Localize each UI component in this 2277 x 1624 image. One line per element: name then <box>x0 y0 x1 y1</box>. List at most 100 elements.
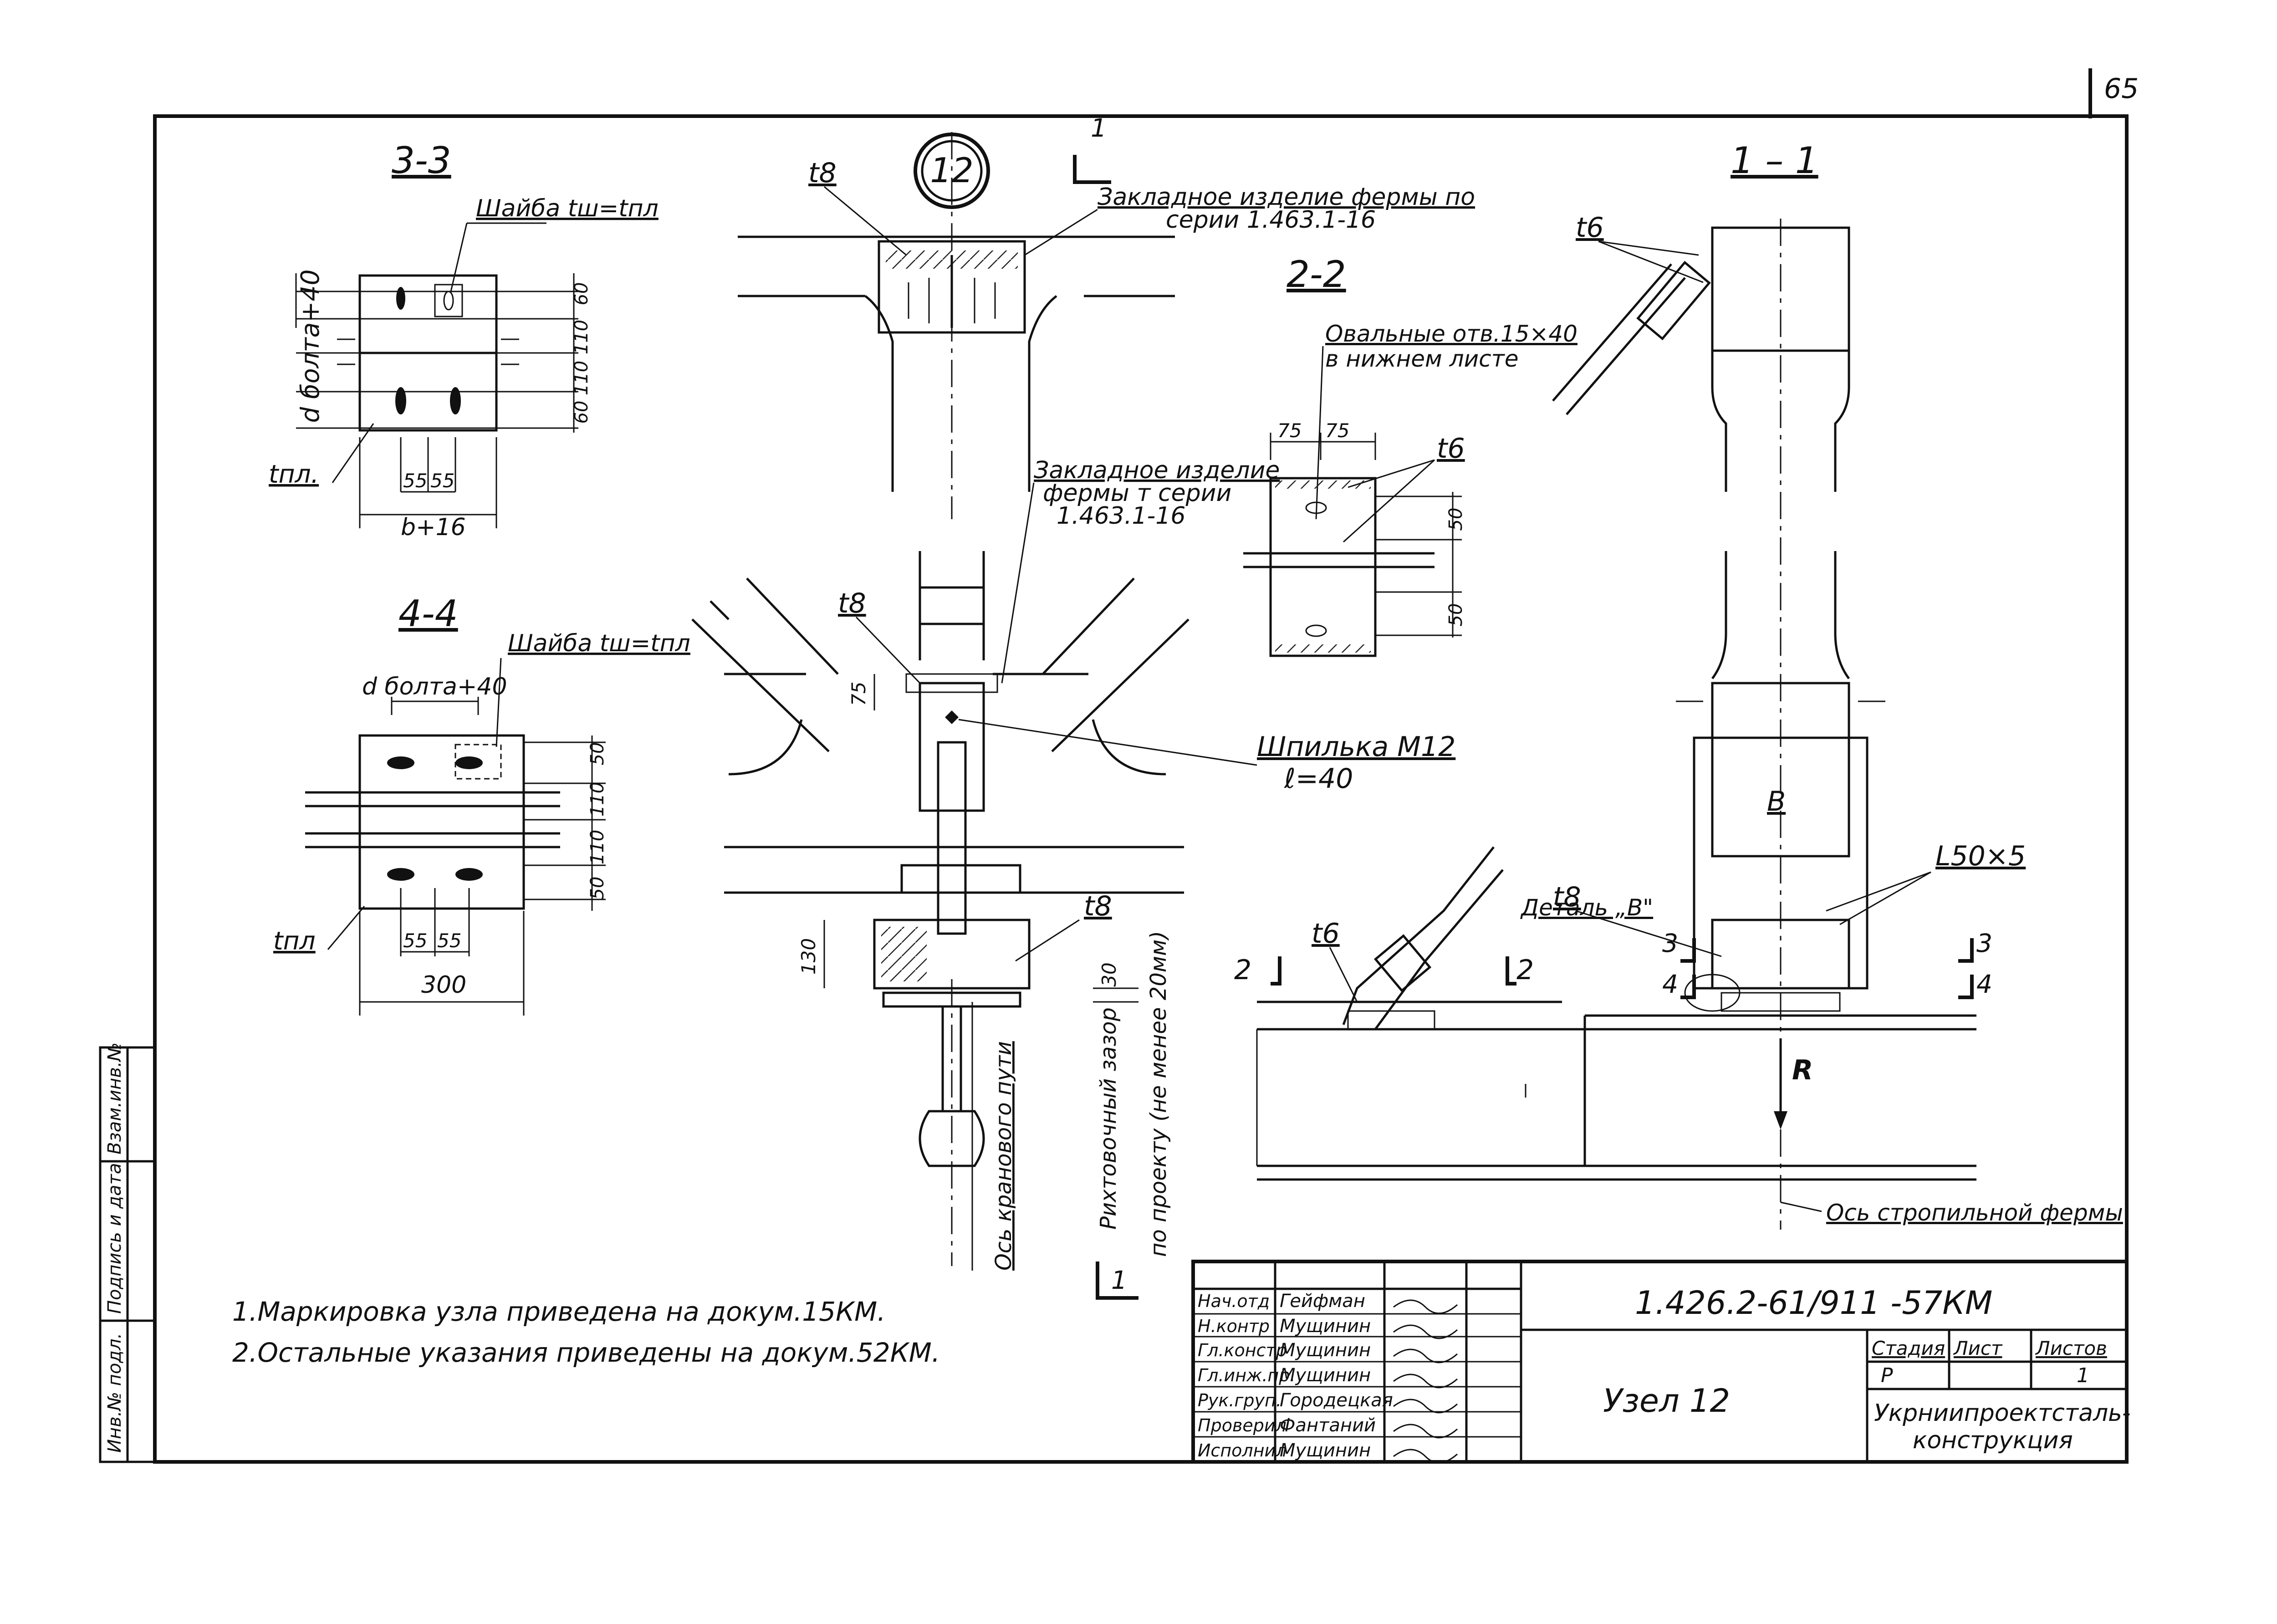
title-block: Нач.отд Гейфман Н.контр Мущинин Гл.конст… <box>1191 1260 2131 1464</box>
main-weld-mid: t8 <box>838 587 866 619</box>
name-3: Мущинин <box>1280 1365 1371 1386</box>
main-dim-75: 75 <box>847 682 870 706</box>
section-1-1-title: 1 – 1 <box>1731 139 1818 182</box>
name-1: Мущинин <box>1280 1316 1371 1337</box>
main-stud-1: Шпилька М12 <box>1257 731 1455 763</box>
role-1: Н.контр <box>1198 1316 1270 1336</box>
section-1-1-detail-label: Деталь „В" <box>1520 894 1653 921</box>
name-0: Гейфман <box>1280 1291 1365 1312</box>
dim-2-2-v1: 50 <box>1445 508 1466 531</box>
main-dim-130: 130 <box>797 938 820 975</box>
stud-icon <box>945 710 959 724</box>
name-4: Городецкая <box>1280 1390 1393 1411</box>
main-axis-crane: Ось кранового пути <box>991 1041 1016 1271</box>
dim-3-3-v4: 60 <box>571 401 592 424</box>
section-4-4-title: 4-4 <box>398 592 458 635</box>
cut-2-right: 2 <box>1516 954 1534 986</box>
role-6: Исполнил <box>1198 1440 1287 1461</box>
section-1-1-weld-t8: t8 <box>1553 881 1581 913</box>
plate-4-4 <box>358 734 525 910</box>
section-3-3-washer-label: Шайба tш=tпл <box>476 195 659 222</box>
section-3-3: 3-3 Шайба tш=tпл 60 110 110 60 d болта+4… <box>269 139 659 541</box>
dim-4-4-v1: 50 <box>587 742 608 766</box>
section-3-3-plate-label: tпл. <box>269 460 319 489</box>
section-1-1-reaction: R <box>1792 1054 1813 1086</box>
side-stamp-inv: Инв.№ подл. <box>104 1333 125 1453</box>
cut-2-left: 2 <box>1234 954 1251 986</box>
section-2-2: 2-2 Овальные отв.15×40 в нижнем листе 75… <box>1234 253 1976 1181</box>
bolt-hole-icon <box>455 868 483 881</box>
section-2-2-holes-note-1: Овальные отв.15×40 <box>1325 321 1578 347</box>
bolt-hole-icon <box>387 756 414 769</box>
role-3: Гл.инж.пр. <box>1198 1365 1295 1385</box>
section-2-2-title: 2-2 <box>1287 253 1346 296</box>
main-gap-2: по проекту (не менее 20мм) <box>1146 931 1171 1257</box>
name-2: Мущинин <box>1280 1340 1371 1361</box>
main-embed-top-2: серии 1.463.1-16 <box>1166 206 1376 234</box>
section-4-4-washer-label: Шайба tш=tпл <box>508 630 690 657</box>
section-3-3-width: b+16 <box>401 514 466 541</box>
stud-bolt <box>937 741 967 935</box>
dim-4-4-v2: 110 <box>587 782 608 817</box>
dim-2-2-h1: 75 <box>1277 419 1302 442</box>
concrete-bottom <box>1711 682 1850 858</box>
bolt-hole-icon <box>455 756 483 769</box>
main-dim-30: 30 <box>1098 962 1120 986</box>
side-stamp-signature: Подпись и дата <box>104 1163 125 1314</box>
bolt-hole-icon <box>395 387 406 414</box>
crane-rail <box>919 1006 985 1167</box>
stage-label: Стадия <box>1872 1337 1945 1359</box>
dim-2-2-v2: 50 <box>1445 603 1466 627</box>
bolt-hole-icon <box>396 287 405 310</box>
cut-3-left: 3 <box>1662 929 1678 958</box>
cut-1-bottom: 1 <box>1111 1266 1127 1295</box>
section-1-1-detail-mark: В <box>1767 786 1786 817</box>
org-line-2: конструкция <box>1913 1427 2073 1454</box>
dim-3-3-v1: 60 <box>571 282 592 306</box>
role-5: Проверил <box>1198 1415 1287 1435</box>
strut-node-2-2 <box>1373 934 1432 992</box>
section-1-1-angle: L50×5 <box>1935 840 2026 872</box>
oval-hole-icon <box>1305 501 1327 514</box>
section-3-3-bolt-dim: d болта+40 <box>296 270 325 423</box>
cut-4-left: 4 <box>1662 970 1678 999</box>
cut-4-right: 4 <box>1976 970 1992 999</box>
name-6: Мущинин <box>1280 1440 1371 1461</box>
bolt-hole-icon <box>450 387 461 414</box>
sheets-label: Листов <box>2035 1337 2107 1359</box>
role-4: Рук.груп. <box>1198 1390 1281 1410</box>
note-1: 1.Маркировка узла приведена на докум.15К… <box>232 1296 886 1327</box>
oval-hole-icon <box>1305 624 1327 637</box>
cut-3-right: 3 <box>1976 929 1992 958</box>
strut-1-1-top <box>1636 260 1711 341</box>
section-4-4: 4-4 Шайба tш=tпл d болта+40 50 110 110 5… <box>273 592 690 1016</box>
section-4-4-bolt-dim: d болта+40 <box>362 673 507 700</box>
section-2-2-weld: t6 <box>1437 433 1465 465</box>
dim-4-4-h1: 55 <box>403 929 427 952</box>
side-stamp: Инв.№ подл. Подпись и дата Взам.инв.№ <box>99 1042 156 1463</box>
note-2: 2.Остальные указания приведены на докум.… <box>232 1337 940 1368</box>
dim-3-3-v3: 110 <box>571 361 592 395</box>
reaction-arrow-icon <box>1774 1111 1787 1129</box>
section-1-1-weld-t6: t6 <box>1576 212 1604 244</box>
dim-4-4-v3: 110 <box>587 830 608 864</box>
role-0: Нач.отд <box>1198 1291 1270 1311</box>
main-embed-mid-2: фермы т серии <box>1043 480 1231 507</box>
section-4-4-plate-label: tпл <box>273 926 316 955</box>
doc-code: 1.426.2-61/911 -57КМ <box>1635 1284 1992 1322</box>
washer-3-3 <box>434 284 463 317</box>
dim-4-4-h2: 55 <box>437 929 461 952</box>
org-line-1: Укрниипроектсталь- <box>1874 1399 2131 1427</box>
drawing-title: Узел 12 <box>1603 1382 1730 1420</box>
sheet-label: Лист <box>1953 1337 2003 1359</box>
stage-value: Р <box>1881 1364 1893 1387</box>
side-stamp-replace: Взам.инв.№ <box>104 1042 125 1154</box>
dim-3-3-h2: 55 <box>430 470 454 492</box>
cut-1-top: 1 <box>1091 113 1107 143</box>
name-5: Фантаний <box>1280 1415 1376 1436</box>
washer-4-4 <box>454 744 502 780</box>
section-4-4-width: 300 <box>421 971 466 999</box>
section-2-2-holes-note-2: в нижнем листе <box>1325 346 1519 372</box>
main-gap-1: Рихтовочный зазор <box>1096 1007 1121 1230</box>
